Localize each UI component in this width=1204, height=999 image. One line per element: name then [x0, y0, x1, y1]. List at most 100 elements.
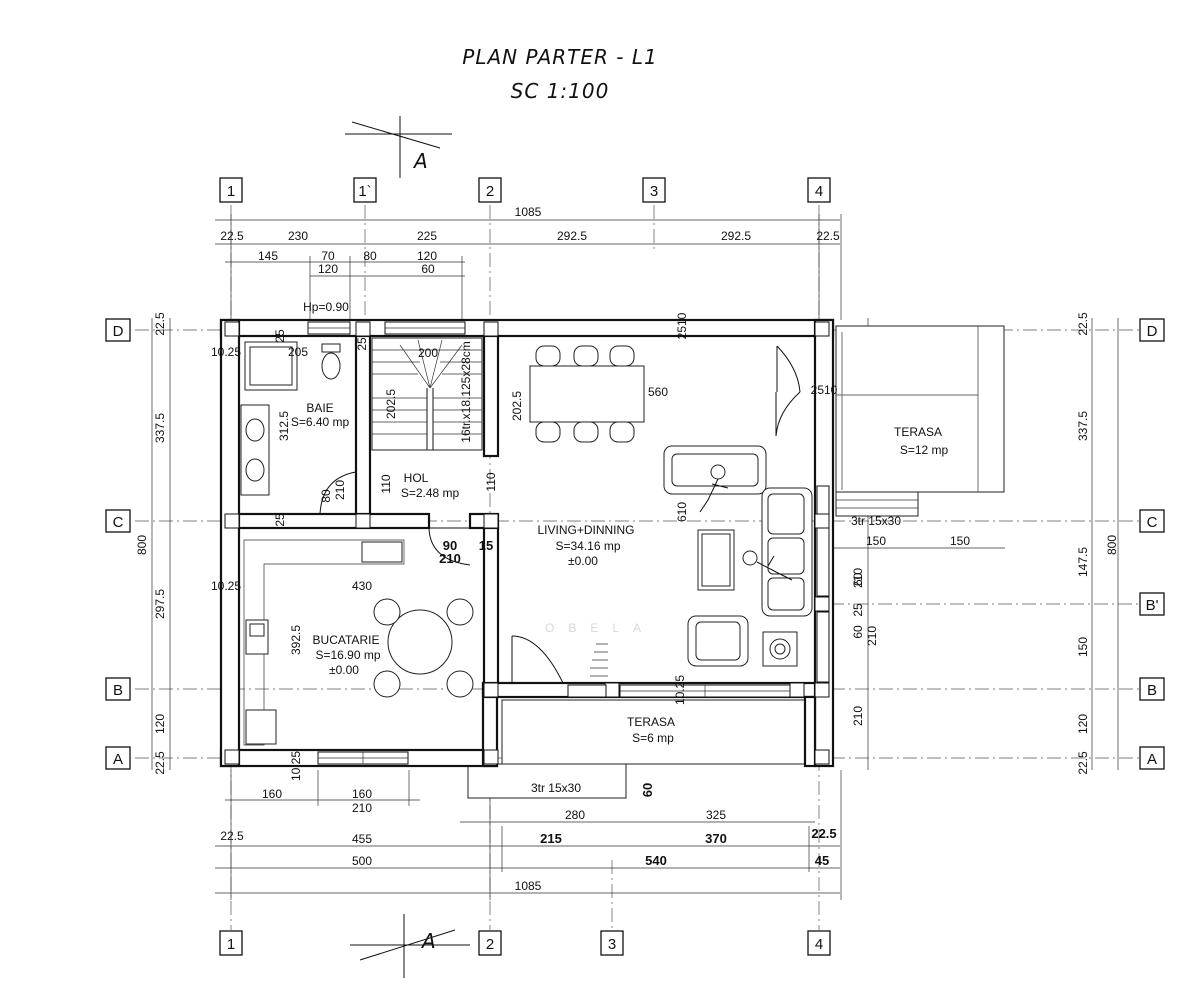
- dim-stair-h: 202.5: [384, 389, 398, 419]
- dim-top-r3-0: 120: [318, 262, 338, 276]
- dimensions-top: 1085 22.5 230 225 292.5 292.5 22.5 145 7…: [215, 205, 842, 320]
- dim-bot-b-0: 210: [352, 801, 372, 815]
- dim-left-overall: 800: [135, 535, 149, 555]
- dim-stair-w: 200: [418, 346, 438, 360]
- dim-top-r2-1: 70: [321, 249, 335, 263]
- dim-door-210: 210: [439, 551, 461, 566]
- dim-bot-d-2: 215: [540, 831, 562, 846]
- dim-top-r3-1: 60: [421, 262, 435, 276]
- dim-left-1: 337.5: [153, 413, 167, 443]
- dimensions-right: 800 22.5 337.5 147.5 150 120 22.5 45 210…: [851, 312, 1119, 775]
- axis-bottom-3: 3: [608, 936, 616, 953]
- dim-bot-c-0: 280: [565, 808, 585, 822]
- plan-scale: SC 1:100: [511, 79, 610, 103]
- dim-right-in-1: 210: [851, 568, 865, 588]
- dim-door-90: 90: [443, 538, 457, 553]
- dim-liv-10: 10.25: [673, 675, 687, 705]
- axis-bottom-1: 1: [227, 936, 235, 953]
- kitchen: BUCATARIE S=16.90 mp ±0.00 430 392.5 10.…: [211, 513, 474, 781]
- terasa-right-area: S=12 mp: [900, 443, 949, 457]
- axis-right-Bp: B': [1146, 597, 1159, 614]
- dim-buc-392: 392.5: [289, 625, 303, 655]
- section-letter-bottom: A: [420, 929, 437, 953]
- dim-wall-a: 10.25: [211, 345, 241, 359]
- section-mark-bottom: A: [350, 914, 470, 978]
- living-name: LIVING+DINNING: [537, 523, 634, 537]
- dim-stair-run: 202.5: [510, 391, 524, 421]
- axis-left-D: D: [113, 323, 124, 340]
- axis-left-C: C: [113, 514, 124, 531]
- dim-top-r1-2: 225: [417, 229, 437, 243]
- dim-bot-d-0: 22.5: [220, 829, 244, 843]
- axis-right-C: C: [1147, 514, 1158, 531]
- axis-top-1b: 1`: [358, 183, 371, 200]
- dim-door-15: 15: [479, 538, 493, 553]
- dim-top-r2-0: 145: [258, 249, 278, 263]
- dim-right-5: 22.5: [1076, 751, 1090, 775]
- dim-right-0: 22.5: [1076, 312, 1090, 336]
- dimensions-left: 800 22.5 337.5 297.5 120 22.5: [135, 312, 171, 775]
- axis-labels-left: D C B A: [105, 318, 131, 770]
- bucatarie-area: S=16.90 mp: [315, 648, 380, 662]
- axis-bottom-2: 2: [486, 936, 494, 953]
- kitchen-chairs: [373, 598, 474, 698]
- dim-stair-25: 25: [355, 337, 369, 351]
- dimensions-bottom: 160 160 210 280 325 22.5 455 215 370 22.…: [215, 770, 842, 900]
- exterior-walls: [219, 318, 835, 768]
- dim-left-2: 297.5: [153, 589, 167, 619]
- terrace-right: TERASA S=12 mp 3tr 15x30 150 150: [832, 325, 1005, 549]
- dim-right-4: 120: [1076, 714, 1090, 734]
- dim-top-r1-0: 22.5: [220, 229, 244, 243]
- dim-front-150a: 150: [866, 534, 886, 548]
- dim-bot-e-0: 500: [352, 854, 372, 868]
- bucatarie-name: BUCATARIE: [313, 633, 380, 647]
- dim-top-overall: 1085: [515, 205, 542, 219]
- axis-top-3: 3: [650, 183, 658, 200]
- dim-wall-1025b: 10.25: [289, 751, 303, 781]
- terasa-right-name: TERASA: [894, 425, 942, 439]
- terrace-front: TERASA S=6 mp 3tr 15x30 60: [467, 699, 811, 799]
- dim-hol-110b: 110: [484, 472, 498, 491]
- dim-right-3: 150: [1076, 637, 1090, 657]
- dim-hol-110a: 110: [379, 474, 393, 493]
- doors: [319, 345, 801, 684]
- hol-area: S=2.48 mp: [401, 486, 460, 500]
- dim-right-in-3: 25: [851, 603, 865, 617]
- hall-room: HOL S=2.48 mp 110 110 210 90 210 15: [333, 471, 498, 566]
- stair-main-note: 16tr.x18.125x28cm: [459, 341, 473, 442]
- axis-right-D: D: [1147, 323, 1158, 340]
- watermark: OBELA: [545, 621, 655, 635]
- axis-grid: [135, 205, 1140, 930]
- baie-name: BAIE: [306, 401, 333, 415]
- bucatarie-level: ±0.00: [329, 663, 359, 677]
- dim-bot-d-3: 370: [705, 831, 727, 846]
- axis-labels-bottom: 1 2 3 4: [219, 930, 831, 956]
- plan-title: PLAN PARTER - L1: [462, 45, 657, 69]
- stair-front-note: 3tr 15x30: [531, 781, 581, 795]
- dim-bot-e-2: 45: [815, 853, 829, 868]
- dim-top-r2-2: 80: [363, 249, 377, 263]
- dim-top-r1-4: 292.5: [721, 229, 751, 243]
- dim-liv-2510b: 2510: [811, 383, 838, 397]
- dim-bot-d-1: 455: [352, 832, 372, 846]
- dim-baie-h: 312.5: [277, 411, 291, 441]
- dim-bot-overall: 1085: [515, 879, 542, 893]
- dim-top-r1-3: 292.5: [557, 229, 587, 243]
- stair-right-note: 3tr 15x30: [851, 514, 901, 528]
- dim-right-2: 147.5: [1076, 547, 1090, 577]
- dim-bot-e-1: 540: [645, 853, 667, 868]
- axis-right-A: A: [1147, 751, 1157, 768]
- axis-bottom-4: 4: [815, 936, 823, 953]
- axis-labels-top: 1 1` 2 3 4: [219, 177, 831, 203]
- hp-note: Hp=0.90: [303, 300, 349, 314]
- dining-chairs: [535, 345, 635, 443]
- axis-labels-right: D C B' B A: [1139, 318, 1165, 770]
- dim-bot-d-4: 22.5: [811, 826, 836, 841]
- dim-left-0: 22.5: [153, 312, 167, 336]
- dim-front-60: 60: [640, 783, 655, 797]
- staircase: 200 202.5 16tr.x18.125x28cm 202.5 25: [355, 337, 524, 451]
- dim-top-r2-3: 120: [417, 249, 437, 263]
- dim-left-4: 22.5: [153, 751, 167, 775]
- dim-right-1: 337.5: [1076, 411, 1090, 441]
